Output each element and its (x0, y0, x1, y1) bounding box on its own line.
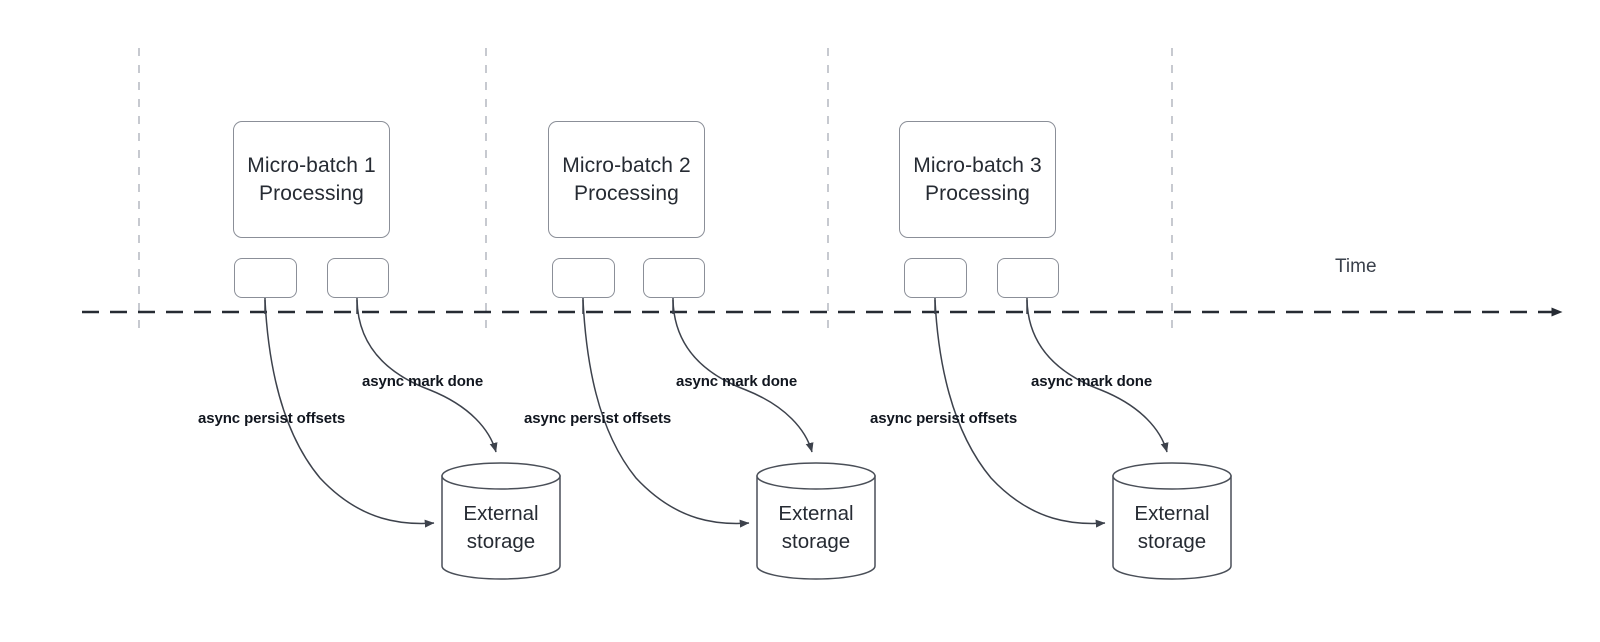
cylinder-body-3 (1112, 475, 1232, 580)
external-storage-cylinder-2 (756, 462, 876, 580)
group-3-connectors (934, 299, 1169, 528)
annotation-async-persist-offsets-1: async persist offsets (198, 410, 346, 427)
time-axis-label: Time (1335, 256, 1377, 277)
annotation-async-mark-done-3: async mark done (1031, 373, 1153, 390)
micro-batch-3-task-box-b[interactable] (997, 258, 1059, 298)
cylinder-body-2 (756, 475, 876, 580)
arrow-persist-offsets-3 (934, 299, 1106, 528)
boundary-lines (138, 48, 1173, 330)
micro-batch-1-task-box-b[interactable] (327, 258, 389, 298)
arrow-mark-done-1 (356, 299, 498, 453)
micro-batch-2-task-box-b[interactable] (643, 258, 705, 298)
micro-batch-3-label: Micro-batch 3 Processing (913, 153, 1042, 205)
cylinder-top-2 (756, 462, 876, 490)
annotation-async-persist-offsets-3: async persist offsets (870, 410, 1018, 427)
arrow-mark-done-3 (1026, 299, 1169, 453)
arrow-persist-offsets-2 (582, 299, 750, 528)
cylinder-top-3 (1112, 462, 1232, 490)
micro-batch-1-label: Micro-batch 1 Processing (247, 153, 376, 205)
annotation-async-mark-done-2: async mark done (676, 373, 798, 390)
annotation-async-persist-offsets-2: async persist offsets (524, 410, 672, 427)
micro-batch-2-processing-box[interactable]: Micro-batch 2 Processing (548, 121, 705, 238)
micro-batch-3-processing-box[interactable]: Micro-batch 3 Processing (899, 121, 1056, 238)
micro-batch-3-task-box-a[interactable] (904, 258, 967, 298)
external-storage-cylinder-1 (441, 462, 561, 580)
external-storage-cylinder-3 (1112, 462, 1232, 580)
arrow-persist-offsets-1 (264, 299, 435, 528)
micro-batch-2-label: Micro-batch 2 Processing (562, 153, 691, 205)
micro-batch-2-task-box-a[interactable] (552, 258, 615, 298)
storage-cylinders (441, 462, 1232, 580)
micro-batch-1-task-box-a[interactable] (234, 258, 297, 298)
group-2-connectors (582, 299, 814, 528)
annotation-async-mark-done-1: async mark done (362, 373, 484, 390)
micro-batch-1-processing-box[interactable]: Micro-batch 1 Processing (233, 121, 390, 238)
arrow-mark-done-2 (672, 299, 814, 453)
group-1-connectors (264, 299, 498, 528)
cylinder-top-1 (441, 462, 561, 490)
cylinder-body-1 (441, 475, 561, 580)
